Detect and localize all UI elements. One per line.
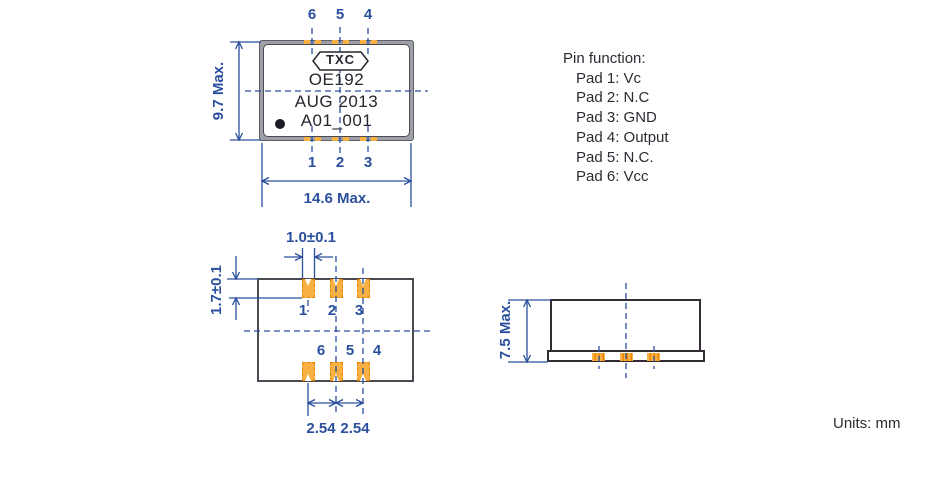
txc-logo-text: TXC <box>326 52 355 67</box>
top-view-pin-6: 6 <box>307 6 317 23</box>
side-view-body <box>550 299 701 352</box>
bottom-view-pad-2 <box>330 279 343 298</box>
pad-3-castellation <box>360 279 366 286</box>
dim-side-height-lines <box>508 298 551 364</box>
marking-model: OE192 <box>308 70 365 89</box>
bottom-view-num-1: 1 <box>298 302 308 319</box>
pin-function-legend: Pin function: Pad 1: Vc Pad 2: N.C Pad 3… <box>563 49 669 187</box>
dim-label-body-height: 9.7 Max. <box>210 61 227 121</box>
top-view-edge-pad-5 <box>331 40 349 44</box>
top-view-pin-5: 5 <box>335 6 345 23</box>
txc-logo: TXC <box>312 51 369 71</box>
bottom-view-num-6: 6 <box>316 342 326 359</box>
pin-function-pad1: Pad 1: Vc <box>576 69 642 87</box>
top-view-pin-2: 2 <box>335 154 345 171</box>
bottom-view-num-5: 5 <box>345 342 355 359</box>
dim-label-pad-width: 1.0±0.1 <box>286 229 336 246</box>
pin1-indicator-dot <box>275 119 285 129</box>
dim-label-pitch-left: 2.54 <box>306 420 336 437</box>
top-view-edge-pad-3 <box>359 137 377 141</box>
marking-lot-code: A01_001 <box>300 111 373 130</box>
top-view-pin-3: 3 <box>363 154 373 171</box>
pin-function-title: Pin function: <box>563 50 646 67</box>
dim-body-height-lines <box>230 40 261 142</box>
side-view-pad-center <box>620 353 633 361</box>
dim-pitch-lines <box>306 383 365 416</box>
pad-2-castellation <box>333 279 339 286</box>
pin-function-pad6: Pad 6: Vcc <box>576 168 649 186</box>
bottom-view-num-2: 2 <box>327 302 337 319</box>
pad-1-castellation <box>305 279 311 286</box>
marking-date-code: AUG 2013 <box>294 92 379 111</box>
bottom-view-pad-6 <box>302 362 315 381</box>
bottom-view-num-3: 3 <box>354 302 364 319</box>
side-view-pad-right <box>647 353 660 361</box>
dim-label-pitch-right: 2.54 <box>340 420 370 437</box>
pad-4-castellation <box>360 374 366 381</box>
top-view-edge-pad-1 <box>303 137 321 141</box>
units-label: Units: mm <box>833 415 901 432</box>
bottom-view-num-4: 4 <box>372 342 382 359</box>
pad-5-castellation <box>333 374 339 381</box>
dim-label-pad-height: 1.7±0.1 <box>208 265 225 315</box>
bottom-view-pad-4 <box>357 362 370 381</box>
top-view-edge-pad-4 <box>359 40 377 44</box>
side-view-pad-left <box>592 353 605 361</box>
pin-function-pad2: Pad 2: N.C <box>576 89 650 107</box>
pin-function-pad5: Pad 5: N.C. <box>576 148 654 166</box>
top-view-edge-pad-6 <box>303 40 321 44</box>
top-view-edge-pad-2 <box>331 137 349 141</box>
pin-function-pad3: Pad 3: GND <box>576 109 657 127</box>
top-view-pin-1: 1 <box>307 154 317 171</box>
pin-function-pad4: Pad 4: Output <box>576 128 669 146</box>
bottom-view-pad-1 <box>302 279 315 298</box>
dim-label-side-height: 7.5 Max. <box>497 300 514 360</box>
dim-label-body-width: 14.6 Max. <box>303 190 371 207</box>
bottom-view-pad-5 <box>330 362 343 381</box>
pad-6-castellation <box>305 374 311 381</box>
bottom-view-pad-3 <box>357 279 370 298</box>
top-view-pin-4: 4 <box>363 6 373 23</box>
dim-pad-width-lines <box>284 248 333 278</box>
